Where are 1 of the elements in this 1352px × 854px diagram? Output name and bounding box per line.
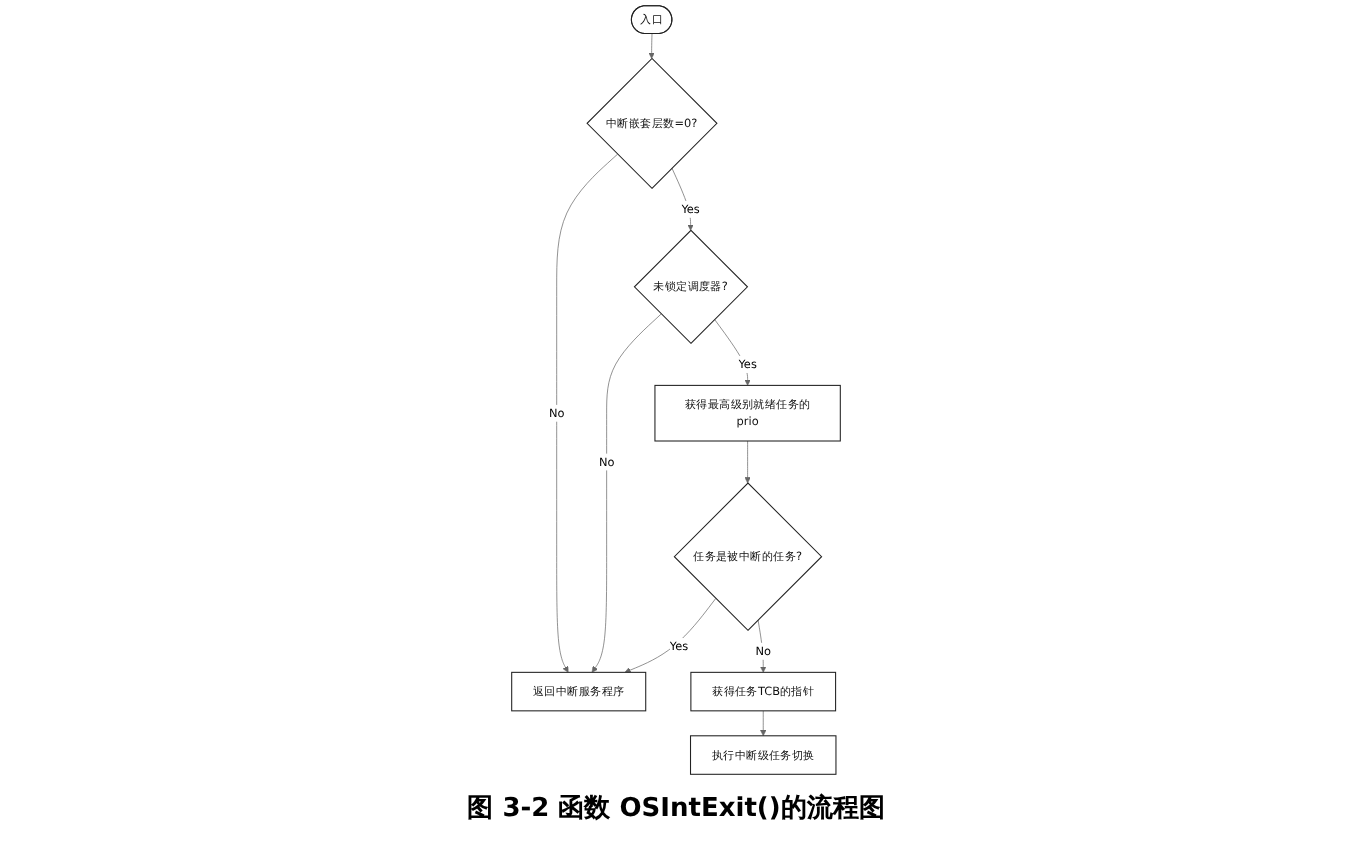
figure-caption: 图 3-2 函数 OSIntExit()的流程图 xyxy=(465,791,887,828)
